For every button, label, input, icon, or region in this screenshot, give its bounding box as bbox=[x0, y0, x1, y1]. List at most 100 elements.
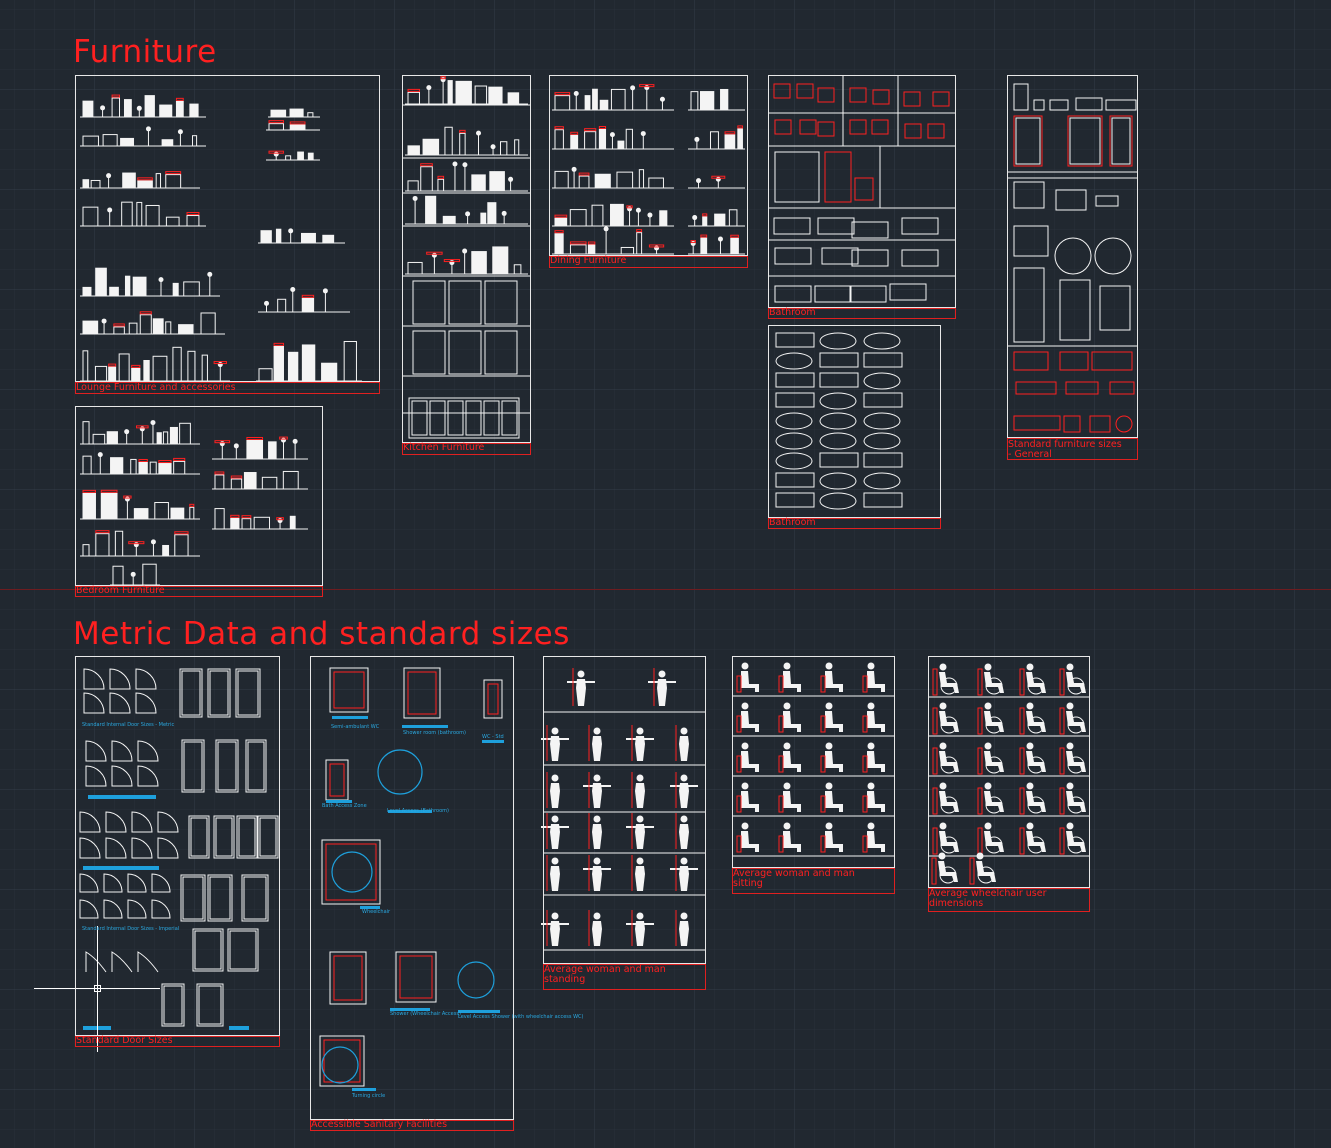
sanitary-room bbox=[319, 1035, 365, 1087]
furniture-silhouette bbox=[610, 203, 624, 227]
furniture-silhouette bbox=[724, 134, 736, 150]
bed-plan bbox=[1013, 115, 1043, 167]
turning-circle bbox=[331, 851, 373, 893]
sheet-kitchen[interactable] bbox=[402, 75, 531, 443]
door-swing bbox=[157, 811, 179, 833]
furniture-silhouette bbox=[702, 216, 708, 227]
sheet-bedroom[interactable] bbox=[75, 406, 323, 586]
wheelchair-user bbox=[976, 861, 996, 882]
figure-body bbox=[679, 824, 689, 849]
sheet-wheelchair[interactable] bbox=[928, 656, 1090, 888]
dimension-mark bbox=[554, 230, 564, 234]
furniture-silhouette bbox=[592, 88, 598, 111]
lamp-shade bbox=[508, 176, 514, 182]
dimension-bar bbox=[83, 866, 159, 870]
sheet-sanitary[interactable] bbox=[310, 656, 514, 1120]
furniture-outline bbox=[569, 209, 587, 227]
sanitary-fixture bbox=[817, 121, 835, 137]
door-swing bbox=[109, 692, 131, 714]
round-table-plan bbox=[1094, 237, 1132, 275]
sheet-lounge[interactable] bbox=[75, 75, 380, 382]
figure-head bbox=[867, 662, 875, 670]
dimension-mark bbox=[276, 517, 284, 521]
dimension-bar bbox=[88, 795, 156, 799]
furniture-silhouette bbox=[407, 145, 420, 156]
bath-outline bbox=[775, 472, 815, 488]
furniture-outline bbox=[648, 177, 664, 189]
furniture-outline bbox=[130, 458, 137, 475]
door-elevation bbox=[215, 739, 239, 793]
figure-body bbox=[550, 736, 560, 761]
furniture-outline bbox=[154, 502, 169, 520]
height-dimension bbox=[977, 787, 983, 815]
dimension-bar bbox=[326, 800, 352, 803]
furniture-outline bbox=[82, 421, 90, 445]
bath-outline bbox=[773, 217, 811, 235]
furniture-outline bbox=[165, 216, 180, 227]
figure-head bbox=[636, 912, 644, 920]
figure-head bbox=[636, 815, 644, 823]
furniture-outline bbox=[569, 244, 587, 255]
figure-seated bbox=[867, 751, 885, 772]
lamp-shade bbox=[177, 129, 183, 135]
furniture-plan bbox=[1013, 351, 1049, 371]
dimension-mark bbox=[554, 126, 564, 130]
sheet-dining[interactable] bbox=[549, 75, 748, 256]
door-elevation bbox=[235, 668, 261, 718]
sheet-standing[interactable] bbox=[543, 656, 706, 964]
furniture-outline bbox=[514, 139, 520, 156]
figure-head bbox=[741, 662, 749, 670]
figure-head bbox=[825, 662, 833, 670]
door-elevation bbox=[207, 668, 231, 718]
furniture-outline bbox=[165, 174, 182, 189]
lamp-shade bbox=[476, 130, 482, 136]
sanitary-label-3: WC - Std bbox=[482, 734, 504, 740]
sanitary-room bbox=[329, 951, 367, 1005]
kitchen-unit bbox=[484, 280, 518, 325]
sheet-kitchen-caption: Kitchen Furniture bbox=[403, 442, 485, 453]
sheet-general[interactable] bbox=[1007, 75, 1138, 438]
dimension-mark bbox=[690, 240, 696, 244]
sheet-kitchen-caption-box bbox=[402, 443, 531, 455]
wheelchair-user bbox=[1066, 711, 1086, 732]
sheet-bathroom-plan[interactable] bbox=[768, 75, 956, 308]
sheet-sitting[interactable] bbox=[732, 656, 895, 868]
furniture-silhouette bbox=[82, 286, 92, 297]
sanitary-label-4: Bath Access Zone bbox=[322, 803, 367, 809]
dimension-mark bbox=[437, 175, 445, 179]
wheelchair-user bbox=[984, 711, 1004, 732]
dimension-mark bbox=[214, 440, 231, 444]
furniture-outline bbox=[499, 141, 508, 156]
furniture-silhouette bbox=[570, 134, 579, 150]
sheet-doors-caption: Standard Door Sizes bbox=[76, 1035, 173, 1046]
wheelchair-user bbox=[939, 751, 959, 772]
figure-head bbox=[867, 742, 875, 750]
figure-head bbox=[577, 670, 585, 678]
furniture-plan bbox=[1063, 415, 1081, 433]
lamp-shade bbox=[465, 211, 471, 217]
bath-outline bbox=[863, 452, 903, 468]
dimension-mark bbox=[214, 471, 225, 475]
furniture-outline bbox=[179, 422, 191, 445]
sanitary-label-8: Level Access Shower (with wheelchair acc… bbox=[458, 1014, 584, 1020]
height-dimension bbox=[1019, 827, 1025, 855]
furniture-outline bbox=[636, 232, 643, 255]
sanitary-fixture bbox=[799, 119, 817, 135]
sheet-doors[interactable] bbox=[75, 656, 280, 1036]
lamp-shade bbox=[233, 443, 239, 449]
bath-outline bbox=[775, 332, 815, 348]
figure-seated bbox=[741, 751, 759, 772]
door-elevation bbox=[245, 739, 267, 793]
furniture-outline bbox=[145, 204, 160, 227]
figure-seated bbox=[783, 671, 801, 692]
furniture-plan bbox=[1033, 99, 1045, 111]
furniture-outline bbox=[610, 88, 626, 111]
furniture-silhouette bbox=[720, 88, 729, 111]
wheelchair-user bbox=[984, 672, 1004, 693]
bath-outline bbox=[775, 392, 815, 408]
furniture-outline bbox=[554, 170, 569, 189]
door-swing bbox=[79, 899, 99, 919]
sheet-bathroom-elev[interactable] bbox=[768, 325, 941, 518]
lamp-shade bbox=[490, 144, 496, 150]
